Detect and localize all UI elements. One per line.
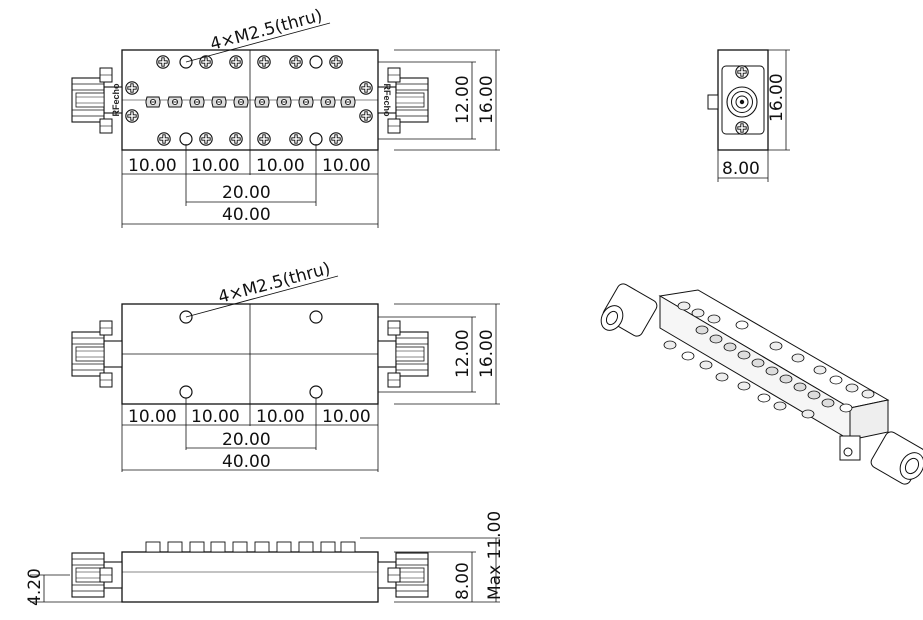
side-left-connector xyxy=(71,552,123,598)
iso-tuning-nuts xyxy=(695,325,835,408)
top-dim-seg-4: 10.00 xyxy=(322,156,371,176)
bottom-dim-outer-height: 16.00 xyxy=(477,329,497,378)
bottom-dim-inner-height: 12.00 xyxy=(453,329,473,378)
top-dim-seg-1: 10.00 xyxy=(128,156,177,176)
top-view: RFecho RFecho xyxy=(71,6,500,228)
top-dim-inner-height: 12.00 xyxy=(453,75,473,124)
bottom-dim-seg-1: 10.00 xyxy=(128,407,177,427)
top-left-logo: RFecho xyxy=(111,83,121,117)
isometric-view xyxy=(600,283,923,485)
end-dim-height: 16.00 xyxy=(767,73,787,122)
side-view-body xyxy=(121,551,379,603)
bottom-callout-label: 4×M2.5(thru) xyxy=(216,259,332,308)
end-view: 16.00 8.00 xyxy=(707,49,790,182)
side-dim-offset: 4.20 xyxy=(25,568,45,606)
bottom-right-connector xyxy=(378,332,428,376)
top-right-logo: RFecho xyxy=(382,83,392,117)
side-dim-body-height: 8.00 xyxy=(453,562,473,600)
side-dim-max-height: Max 11.00 xyxy=(485,511,505,600)
side-right-connector xyxy=(378,553,428,597)
bottom-dim-seg-3: 10.00 xyxy=(256,407,305,427)
top-dim-seg-3: 10.00 xyxy=(256,156,305,176)
bottom-dim-total: 40.00 xyxy=(222,452,271,472)
top-dim-total: 40.00 xyxy=(222,205,271,225)
end-dim-width: 8.00 xyxy=(722,159,760,179)
top-dim-mid: 20.00 xyxy=(222,183,271,203)
iso-screws xyxy=(663,301,875,419)
bottom-dim-seg-2: 10.00 xyxy=(191,407,240,427)
side-tuning-nuts xyxy=(145,541,356,553)
bottom-dim-seg-4: 10.00 xyxy=(322,407,371,427)
bottom-dim-mid: 20.00 xyxy=(222,430,271,450)
bottom-view: 4×M2.5(thru) 10.00 10.00 10.00 10.00 20.… xyxy=(71,259,500,472)
top-callout-label: 4×M2.5(thru) xyxy=(208,6,324,55)
side-view: 4.20 8.00 Max 11.00 xyxy=(25,511,505,606)
iso-right-connector xyxy=(839,431,923,485)
iso-left-connector xyxy=(600,283,658,337)
top-dim-outer-height: 16.00 xyxy=(477,75,497,124)
bottom-left-connector xyxy=(71,331,123,377)
top-dim-seg-2: 10.00 xyxy=(191,156,240,176)
